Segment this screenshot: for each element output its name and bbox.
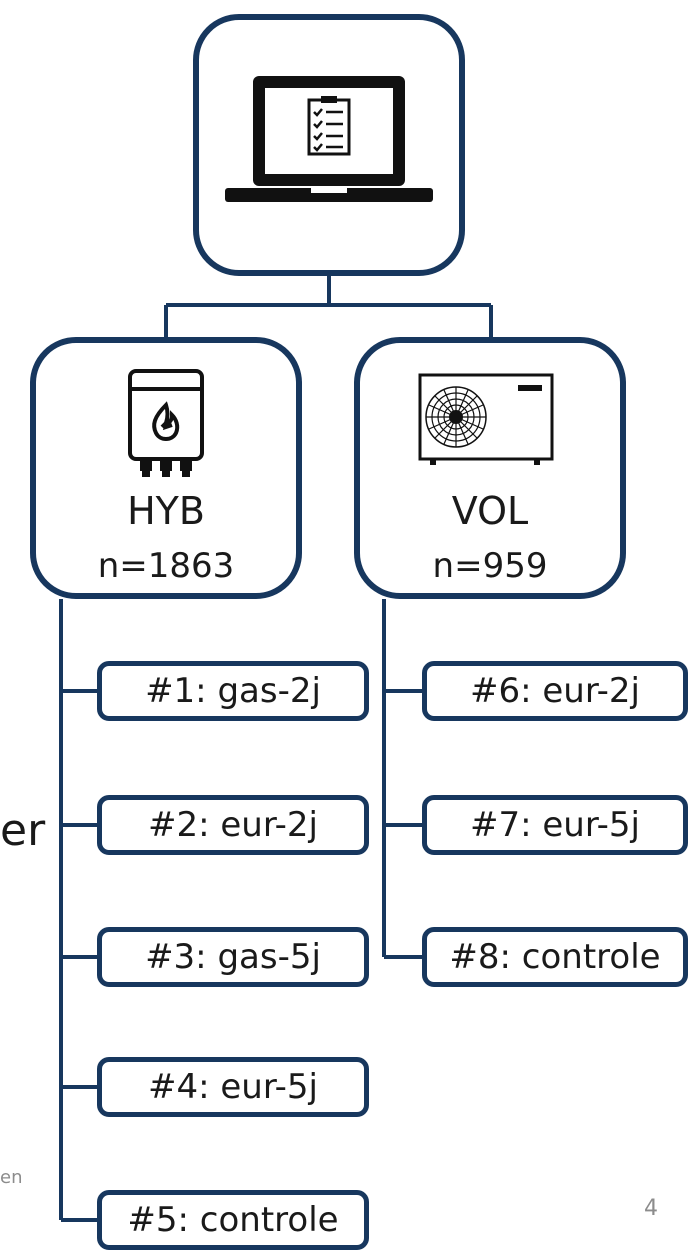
group-8-box: #8: controle: [422, 927, 688, 987]
laptop-checklist-icon: [225, 76, 433, 202]
group-1-box: #1: gas-2j: [97, 661, 369, 721]
group-5-box: #5: controle: [97, 1190, 369, 1250]
category-vol: VOL n=959: [354, 337, 626, 599]
cropped-footer-text: en: [0, 1167, 23, 1188]
group-2-box: #2: eur-2j: [97, 795, 369, 855]
group-label: #1: gas-2j: [145, 671, 321, 711]
group-label: #2: eur-2j: [148, 805, 318, 845]
group-label: #6: eur-2j: [470, 671, 640, 711]
group-label: #3: gas-5j: [145, 937, 321, 977]
category-hyb: HYB n=1863: [30, 337, 302, 599]
group-6-box: #6: eur-2j: [422, 661, 688, 721]
category-sample-size: n=959: [432, 546, 548, 586]
category-name: VOL: [451, 489, 529, 533]
page-number: 4: [644, 1196, 658, 1221]
cropped-slide-text: er: [0, 805, 46, 856]
group-label: #4: eur-5j: [148, 1067, 318, 1107]
group-3-box: #3: gas-5j: [97, 927, 369, 987]
group-label: #5: controle: [127, 1200, 339, 1240]
heat-pump-unit-icon: [418, 373, 554, 465]
category-sample-size: n=1863: [97, 546, 235, 586]
group-7-box: #7: eur-5j: [422, 795, 688, 855]
root-node: [193, 14, 465, 276]
category-name: HYB: [127, 489, 205, 533]
group-label: #7: eur-5j: [470, 805, 640, 845]
group-4-box: #4: eur-5j: [97, 1057, 369, 1117]
gas-boiler-icon: [128, 369, 204, 477]
group-label: #8: controle: [449, 937, 661, 977]
